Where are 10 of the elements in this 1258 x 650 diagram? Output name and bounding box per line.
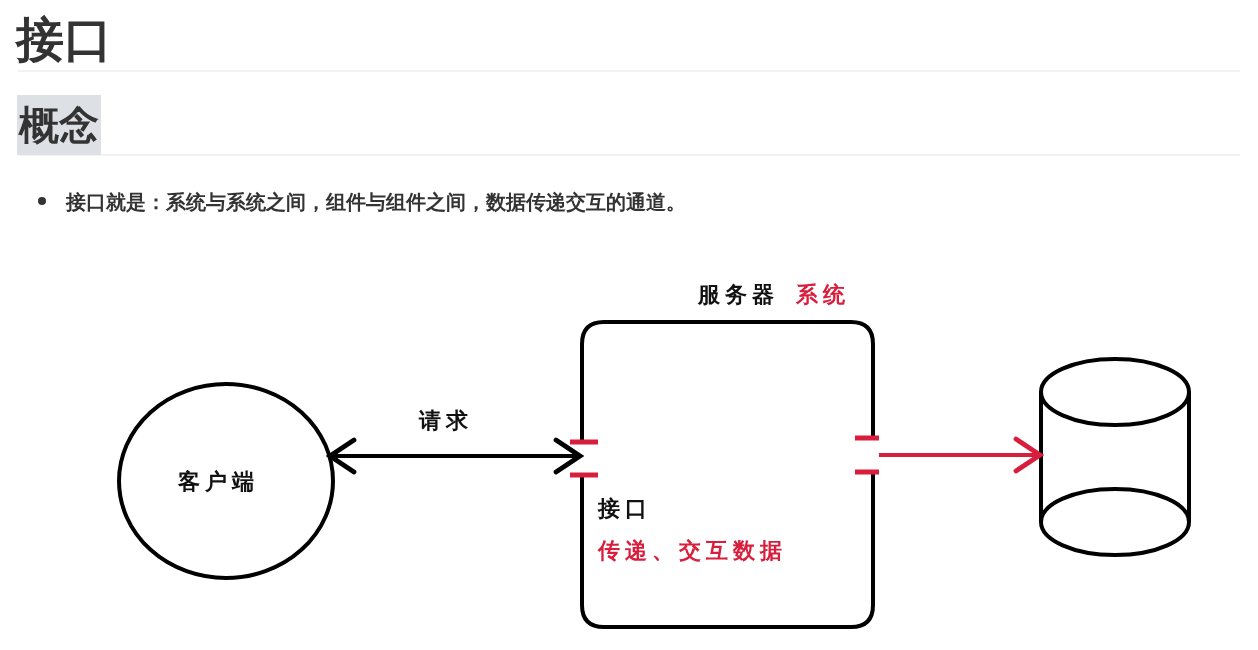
heading-label: 服务器	[698, 280, 779, 309]
heading-label: 系统	[796, 280, 850, 309]
section-heading: 概念	[17, 95, 101, 155]
arrow	[327, 437, 583, 475]
page-title: 接口	[16, 10, 112, 69]
arrow	[879, 436, 1043, 474]
bullet-text: 接口就是：系统与系统之间，组件与组件之间，数据传递交互的通道。	[66, 189, 686, 216]
interface-label: 接口	[598, 494, 652, 523]
interface-note: 传递、交互数据	[598, 536, 787, 565]
node-label: 客户端	[178, 467, 259, 496]
